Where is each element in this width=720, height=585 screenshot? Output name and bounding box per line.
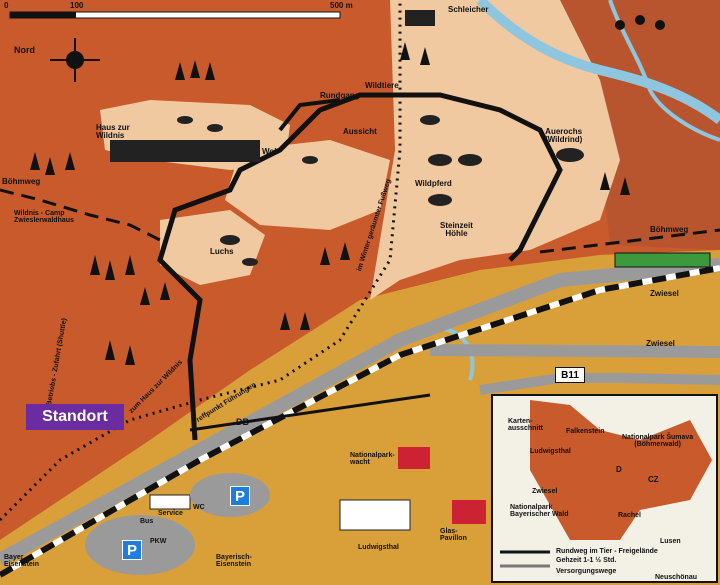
- label-pkw: PKW: [150, 538, 167, 545]
- label-wc: WC: [193, 504, 205, 511]
- label-wildnis-camp: Wildnis - Camp Zwieslerwaldhaus: [14, 210, 74, 224]
- service-building: [149, 494, 191, 510]
- label-schleicher: Schleicher: [448, 5, 489, 14]
- glas-pavillon-building: [452, 500, 486, 524]
- legend-gehzeit: Gehzeit 1-1 ½ Std.: [556, 557, 617, 564]
- label-auerochs: Auerochs (Wildrind): [545, 127, 583, 144]
- label-b11: B11: [555, 367, 585, 383]
- schleicher-building: [405, 10, 435, 26]
- animal-silhouettes: [177, 115, 584, 266]
- label-rundgang: Rundgang: [320, 91, 360, 100]
- parking-icon: P: [230, 486, 250, 506]
- label-wolf: Wolf: [262, 147, 280, 156]
- footpath-winter: [0, 0, 402, 522]
- river-kolbersbach: [476, 0, 720, 125]
- label-bayer-eisenstein-2: Bayerisch- Eisenstein: [216, 554, 252, 568]
- train: [614, 252, 711, 268]
- inset-label-zwiesel: Zwiesel: [532, 488, 558, 495]
- label-wildtiere: Wildtiere: [365, 81, 399, 90]
- compass-icon: [50, 38, 100, 82]
- rundweg-path: [157, 92, 563, 441]
- enclosure-luchs: [160, 210, 265, 285]
- label-zwiesel-1: Zwiesel: [650, 289, 679, 298]
- inset-label-np-bayerischer-wald: Nationalpark Bayerischer Wald: [510, 504, 569, 518]
- compass-label: Nord: [14, 45, 35, 55]
- label-ludwigsthal-main: Ludwigsthal: [358, 544, 399, 551]
- label-boehmweg-left: Böhmweg: [2, 177, 41, 186]
- label-bus: Bus: [140, 518, 154, 525]
- legend-versorgung: Versorgungswege: [556, 568, 617, 575]
- haus-zur-wildnis-building: [110, 140, 260, 162]
- legend-rundweg: Rundweg im Tier - Freigelände: [556, 548, 658, 555]
- church: [339, 499, 411, 531]
- road-b11: [479, 373, 720, 395]
- label-boehmweg-right: Böhmweg: [650, 225, 689, 234]
- label-glas-pavillon: Glas- Pavillon: [440, 528, 467, 542]
- parking-icon: P: [122, 540, 142, 560]
- road-zwiesel: [429, 344, 720, 358]
- label-haus-zur-wildnis: Haus zur Wildnis: [96, 123, 130, 140]
- boehmweg-left: [0, 188, 161, 242]
- inset-label-cz: CZ: [648, 475, 659, 484]
- road-main: [0, 258, 720, 567]
- scale-label-0: 0: [4, 1, 9, 10]
- label-steinzeit-hoehle: Steinzeit Höhle: [440, 221, 473, 238]
- trees: [30, 15, 665, 365]
- label-service: Service: [158, 510, 183, 517]
- enclosure-aussicht: [225, 140, 390, 230]
- inset-label-kartenausschnitt: Karten- ausschnitt: [508, 418, 544, 432]
- boehmweg-right: [539, 228, 720, 254]
- inset-label-neuschoenau: Neuschönau: [655, 574, 698, 581]
- label-zwiesel-2: Zwiesel: [646, 339, 675, 348]
- enclosure-east: [370, 0, 620, 300]
- label-wildpferd: Wildpferd: [415, 179, 452, 188]
- label-aussicht: Aussicht: [343, 127, 377, 136]
- label-luchs: Luchs: [210, 247, 234, 256]
- inset-label-rachel: Rachel: [618, 512, 641, 519]
- label-nationalparkwacht: Nationalpark- wacht: [350, 452, 395, 466]
- inset-label-falkenstein: Falkenstein: [566, 428, 605, 435]
- inset-np-region: [530, 400, 712, 540]
- scale-label-100: 100: [70, 1, 84, 10]
- inset-label-ludwigsthal: Ludwigsthal: [530, 448, 571, 455]
- inset-label-np-sumava: Nationalpark Šumava (Böhmerwald): [622, 434, 694, 448]
- label-db: DB: [236, 417, 249, 427]
- standort-marker: Standort: [26, 404, 124, 430]
- scale-label-500: 500 m: [330, 1, 353, 10]
- inset-label-lusen: Lusen: [660, 538, 681, 545]
- nationalparkwacht-building: [398, 447, 430, 469]
- inset-label-d: D: [616, 465, 622, 474]
- label-bayer-eisenstein-1: Bayer. Eisenstein: [4, 554, 40, 568]
